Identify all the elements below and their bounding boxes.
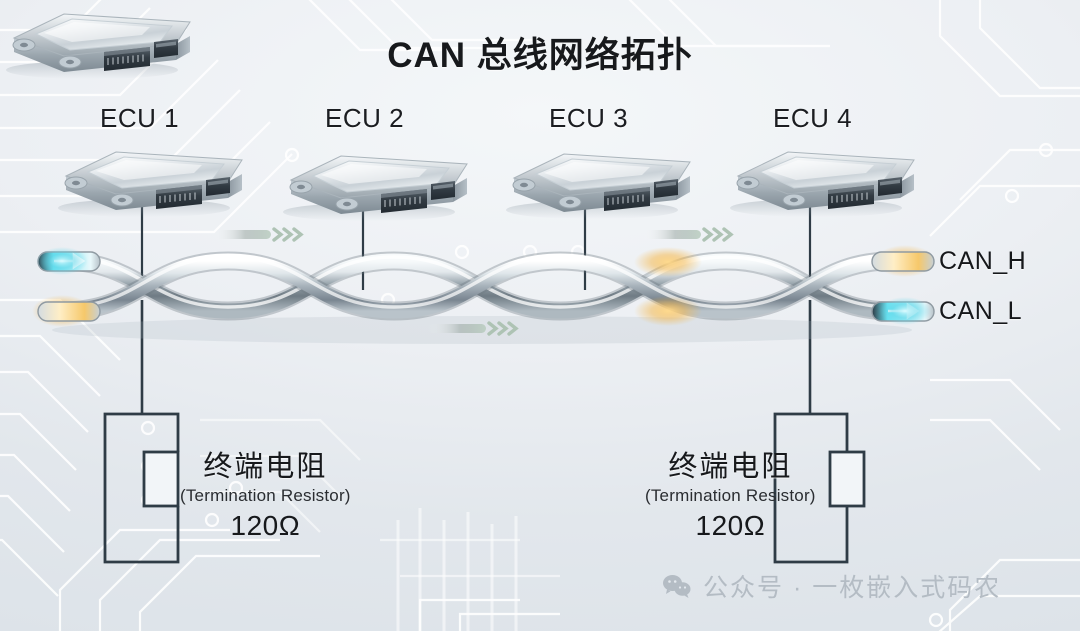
resistor-symbol-left (142, 450, 180, 508)
termination-circuit-left (103, 412, 180, 564)
watermark-text: 公众号 · 一枚嵌入式码农 (703, 574, 1002, 602)
ecu-label-2: ECU 2 (325, 103, 405, 133)
termination-value-right: 120Ω (695, 510, 766, 541)
ecu-label-3: ECU 3 (549, 103, 629, 133)
bus-label-can-l: CAN_L (939, 297, 1023, 325)
termination-label-right-en: (Termination Resistor) (645, 486, 816, 505)
cable-end-right-can-l (871, 301, 935, 322)
page-title: CAN 总线网络拓扑 (387, 36, 693, 75)
flow-arrow-3 (428, 321, 519, 336)
flow-arrow-1 (213, 227, 304, 242)
termination-label-left-en: (Termination Resistor) (180, 486, 351, 505)
cable-end-left-can-h (37, 251, 101, 272)
termination-label-left: 终端电阻 (Termination Resistor) 120Ω (180, 443, 351, 542)
termination-label-right: 终端电阻 (Termination Resistor) 120Ω (645, 443, 816, 542)
ecu-module-3 (505, 153, 691, 220)
flow-arrow-2 (643, 227, 734, 242)
ecu-module-4 (729, 151, 915, 218)
ecu-module-1 (57, 151, 243, 218)
wire-can-l (52, 251, 915, 321)
bus-label-can-h: CAN_H (939, 247, 1027, 275)
wire-can-h (52, 251, 915, 321)
termination-value-left: 120Ω (230, 510, 301, 541)
ecu-label-1: ECU 1 (100, 103, 180, 133)
resistor-symbol-right (828, 450, 866, 508)
cable-end-right-can-h (871, 251, 935, 272)
termination-label-right-cn: 终端电阻 (668, 451, 793, 483)
watermark: 公众号 · 一枚嵌入式码农 (662, 568, 1001, 604)
ecu-module-2 (282, 155, 468, 222)
ecu-label-4: ECU 4 (773, 103, 853, 133)
wechat-icon (663, 574, 691, 598)
termination-label-left-cn: 终端电阻 (203, 451, 328, 483)
cable-end-left-can-l (37, 301, 101, 322)
